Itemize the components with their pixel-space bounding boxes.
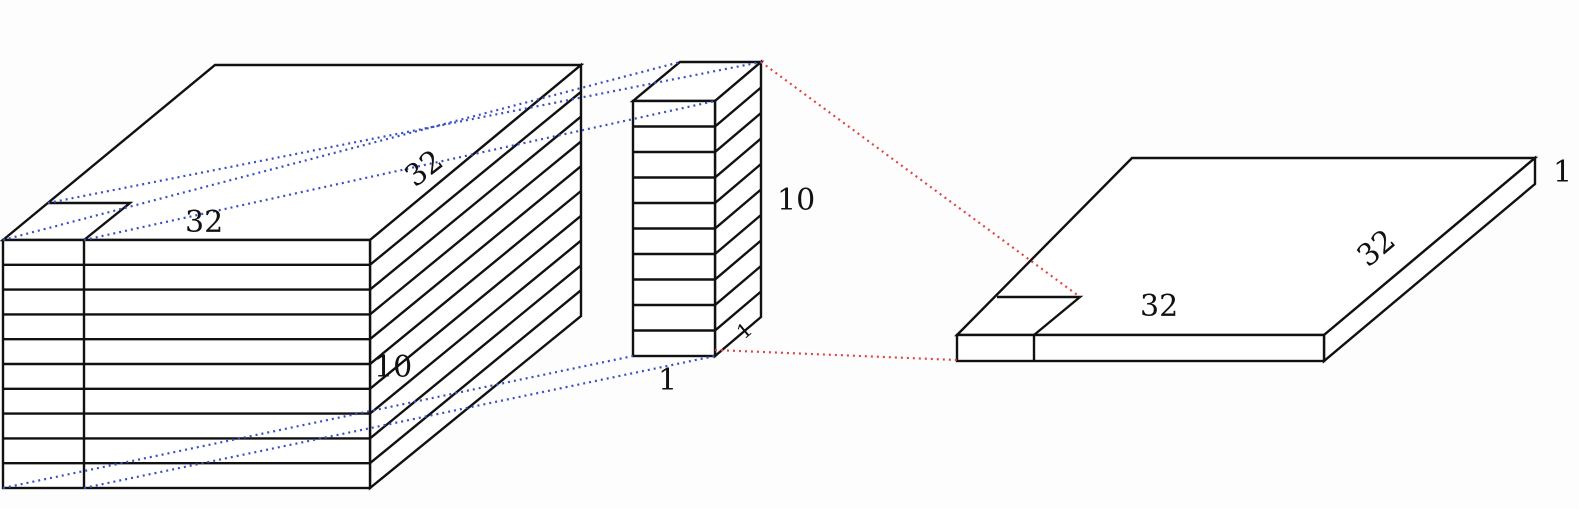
channel-slice-line (633, 290, 762, 332)
projection-line (714, 348, 958, 362)
projection-line (760, 61, 1081, 298)
input-volume (0, 62, 585, 491)
channel-slice-line (633, 86, 762, 128)
kernel-width-label: 1 (658, 363, 677, 398)
channel-slice-line (3, 165, 582, 341)
channel-slice-line (633, 112, 762, 154)
channel-slice-line (633, 188, 762, 230)
channel-slice-line (633, 265, 762, 307)
kernel-channels-label: 10 (777, 183, 815, 218)
channel-slice-line (3, 239, 582, 415)
channel-slice-line (633, 214, 762, 256)
channel-slice-line (633, 239, 762, 281)
projection-line (2, 60, 681, 242)
output-channels-label: 1 (1553, 155, 1572, 190)
input-projection-lines (2, 60, 762, 490)
channel-slice-line (3, 115, 582, 291)
channel-slice-line (3, 140, 582, 316)
channel-slice-line (3, 90, 582, 266)
output-front-face (955, 333, 1326, 363)
channel-slice-line (3, 264, 582, 440)
input-width-label: 32 (185, 205, 223, 240)
channel-slice-line (3, 214, 582, 390)
channel-slice-line (3, 190, 582, 366)
output-width-label: 32 (1140, 289, 1178, 324)
channel-slice-line (633, 137, 762, 179)
projection-line (47, 60, 762, 205)
kernel-column (629, 59, 765, 359)
output-projection-lines (714, 61, 1081, 362)
channel-slice-line (633, 163, 762, 205)
input-channels-label: 10 (374, 350, 412, 385)
output-map (954, 155, 1539, 364)
input-top-patch (48, 201, 134, 241)
channel-slice-line (3, 289, 582, 465)
